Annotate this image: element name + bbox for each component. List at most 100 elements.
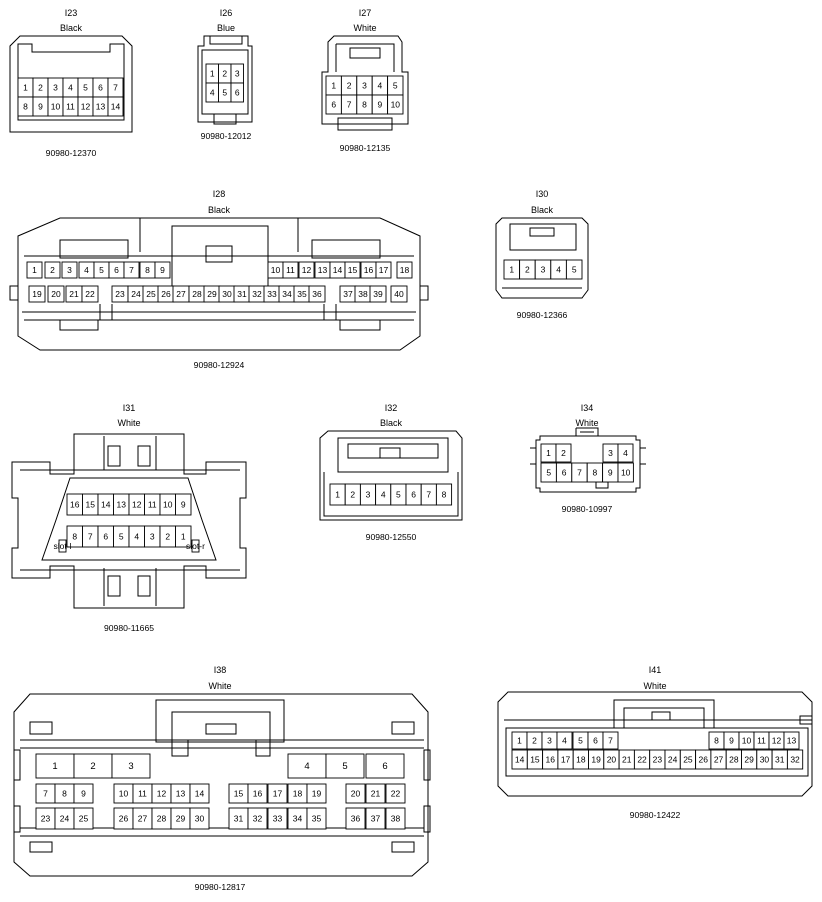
i31-pin-1-cell bbox=[175, 525, 192, 548]
i31-pin-2: 2 bbox=[165, 532, 170, 542]
i23-pin-13: 13 bbox=[96, 102, 106, 112]
connector-i41-part-number: 90980-12422 bbox=[630, 810, 681, 820]
i28-pin-28: 28 bbox=[192, 289, 202, 299]
connector-i32-color: Black bbox=[380, 418, 403, 428]
i23-pin-7: 7 bbox=[113, 83, 118, 93]
i38-pin-18: 18 bbox=[293, 789, 303, 799]
i23-pin-3: 3 bbox=[53, 83, 58, 93]
i28-pin-11: 11 bbox=[286, 265, 295, 275]
i38-pin-30: 30 bbox=[195, 814, 205, 824]
i38-pin-7: 7 bbox=[43, 789, 48, 799]
connector-i34-color: White bbox=[575, 418, 598, 428]
i38-pin-33-cell bbox=[267, 807, 288, 830]
i41-pin-19: 19 bbox=[591, 755, 601, 765]
i28-pin-18: 18 bbox=[400, 265, 410, 275]
i34-pin-8: 8 bbox=[593, 468, 598, 478]
i41-pin-17: 17 bbox=[561, 755, 571, 765]
i34-pin-2: 2 bbox=[561, 448, 566, 458]
i38-pin-32-cell bbox=[247, 807, 268, 830]
i26-pin-4: 4 bbox=[210, 88, 215, 98]
i32-pin-8: 8 bbox=[442, 490, 447, 500]
i41-pin-11: 11 bbox=[757, 736, 766, 746]
i28-pin-26: 26 bbox=[161, 289, 171, 299]
i38-pin-14-cell bbox=[189, 783, 210, 804]
i38-pin-19: 19 bbox=[312, 789, 322, 799]
i30-pin-1: 1 bbox=[509, 265, 514, 275]
i28-pin-9-cell bbox=[154, 261, 171, 279]
i28-pin-1: 1 bbox=[32, 265, 37, 275]
i38-pin-9-cell bbox=[73, 783, 94, 804]
i41-pin-24: 24 bbox=[668, 755, 678, 765]
connector-i28-part-number: 90980-12924 bbox=[194, 360, 245, 370]
i31-pin-7: 7 bbox=[88, 532, 93, 542]
i28-pin-39-cell bbox=[369, 285, 387, 303]
i41-pin-13-cell bbox=[783, 731, 800, 750]
i38-pin-31: 31 bbox=[234, 814, 244, 824]
i38-pin-33: 33 bbox=[273, 814, 283, 824]
i41-pin-29: 29 bbox=[744, 755, 754, 765]
connector-i34-part-number: 90980-10997 bbox=[562, 504, 613, 514]
i27-pin-3: 3 bbox=[362, 81, 367, 91]
i34-pin-9: 9 bbox=[608, 468, 613, 478]
connector-i38-part-number: 90980-12817 bbox=[195, 882, 246, 892]
i28-pin-17-cell bbox=[375, 261, 392, 279]
i32-pin-2: 2 bbox=[350, 490, 355, 500]
i41-pin-30: 30 bbox=[760, 755, 770, 765]
i28-pin-23: 23 bbox=[115, 289, 125, 299]
i28-pin-2-cell bbox=[44, 261, 61, 279]
i28-pin-32: 32 bbox=[252, 289, 262, 299]
i31-pin-slot-r-cell bbox=[191, 539, 200, 553]
i38-pin-28: 28 bbox=[157, 814, 167, 824]
i38-pin-38: 38 bbox=[391, 814, 401, 824]
i38-pin-23: 23 bbox=[41, 814, 51, 824]
i28-pin-18-cell bbox=[396, 261, 413, 279]
i28-pin-22: 22 bbox=[85, 289, 95, 299]
i34-pin-1: 1 bbox=[546, 448, 551, 458]
i38-pin-3-cell bbox=[111, 753, 151, 779]
i28-pin-29: 29 bbox=[207, 289, 217, 299]
i38-pin-1-cell bbox=[35, 753, 75, 779]
i26-pin-2: 2 bbox=[222, 69, 227, 79]
i28-pin-31: 31 bbox=[237, 289, 247, 299]
i31-pin-9-cell bbox=[175, 493, 192, 516]
connector-i28-color: Black bbox=[208, 205, 231, 215]
i30-pin-2: 2 bbox=[525, 265, 530, 275]
i38-pin-35-cell bbox=[306, 807, 327, 830]
i28-pin-27: 27 bbox=[176, 289, 186, 299]
connector-i28-id: I28 bbox=[213, 189, 226, 199]
i38-pin-6-cell bbox=[365, 753, 405, 779]
i41-pin-8: 8 bbox=[714, 736, 719, 746]
connector-i27-color: White bbox=[353, 23, 376, 33]
i28-pin-9: 9 bbox=[160, 265, 165, 275]
connector-i31-inner-shell bbox=[20, 436, 240, 606]
i28-pin-17: 17 bbox=[379, 265, 389, 275]
i28-pin-11-cell bbox=[282, 261, 299, 279]
i38-pin-30-cell bbox=[189, 807, 210, 830]
i31-pin-14: 14 bbox=[101, 500, 111, 510]
i32-pin-3: 3 bbox=[366, 490, 371, 500]
i28-pin-35: 35 bbox=[297, 289, 307, 299]
i23-pin-1: 1 bbox=[23, 83, 28, 93]
i28-pin-37: 37 bbox=[343, 289, 353, 299]
i34-pin-7: 7 bbox=[577, 468, 582, 478]
i38-pin-27: 27 bbox=[138, 814, 148, 824]
i26-pin-5: 5 bbox=[222, 88, 227, 98]
i41-pin-23: 23 bbox=[653, 755, 663, 765]
i28-pin-2: 2 bbox=[50, 265, 55, 275]
i23-pin-11: 11 bbox=[66, 102, 75, 112]
i38-pin-37: 37 bbox=[371, 814, 381, 824]
i28-pin-38: 38 bbox=[358, 289, 368, 299]
connector-i27-inner-shell bbox=[335, 43, 395, 131]
connector-i32-inner-shell bbox=[323, 437, 459, 517]
i26-pin-6-cell bbox=[230, 82, 244, 103]
connector-i30-inner-shell bbox=[502, 223, 582, 289]
